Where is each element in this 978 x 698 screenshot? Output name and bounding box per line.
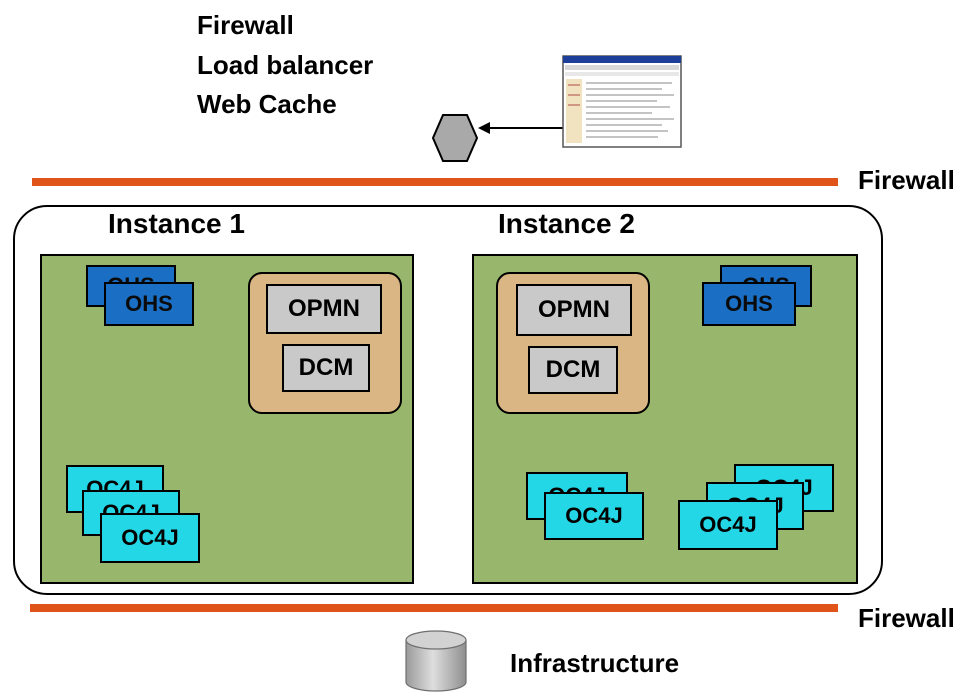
instance-1-title: Instance 1 [108,208,245,239]
infrastructure-label: Infrastructure [510,648,680,678]
firewall-bar-bottom [30,604,838,612]
oc4j-card-front-2a: OC4J [544,492,644,540]
label-firewall-top: Firewall [197,10,294,40]
opmn-box-2: OPMN [516,284,632,336]
opmn-box: OPMN [266,284,382,334]
database-cylinder-icon [405,630,467,692]
instance-2-title: Instance 2 [498,208,635,239]
dcm-box: DCM [282,344,370,392]
dcm-box-2: DCM [528,346,618,394]
browser-window-icon [562,55,682,148]
oc4j-card-front-2b: OC4J [678,500,778,550]
hexagon-icon [432,114,478,162]
firewall-label-top: Firewall [858,165,955,195]
label-web-cache: Web Cache [197,89,337,119]
ohs-card-2: OHS [702,282,796,326]
ohs-card: OHS [104,282,194,326]
label-load-balancer: Load balancer [197,50,374,80]
arrow-icon [478,122,566,134]
oc4j-card-front: OC4J [100,513,200,563]
firewall-bar-top [32,178,838,186]
firewall-label-bottom: Firewall [858,603,955,633]
